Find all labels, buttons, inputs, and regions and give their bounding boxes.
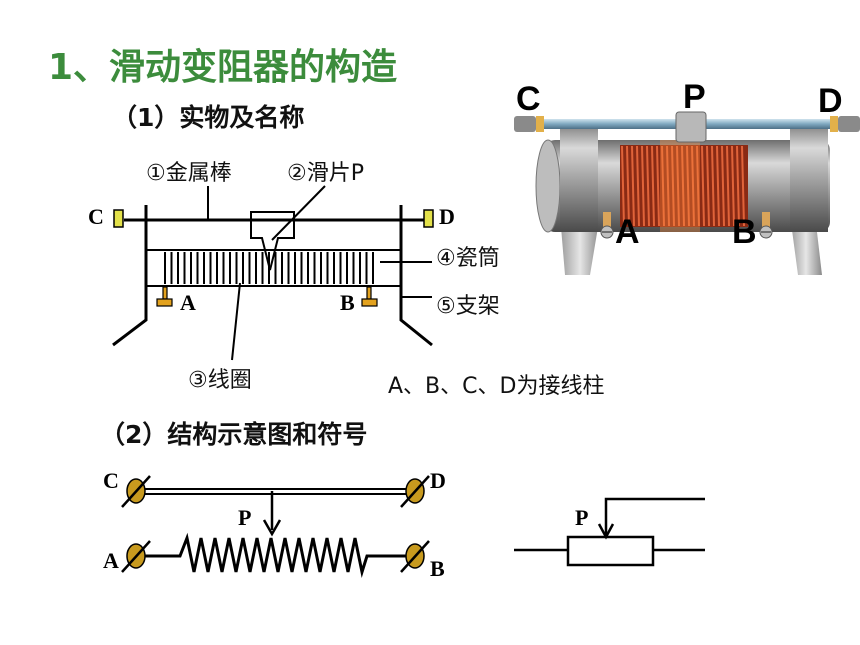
terminal-c [113,209,124,228]
diagram1-label-b: B [340,290,355,315]
coil-windings [164,252,374,284]
photo-label-a: A [615,213,640,251]
left-stand [112,205,148,347]
label-tube: ④瓷筒 [436,246,500,271]
schematic-label-a: A [103,548,119,573]
terminal-d [423,209,434,228]
symbol-slider [604,497,705,536]
section-2-heading: （2）结构示意图和符号 [100,420,368,449]
diagram1-label-a: A [180,290,196,315]
section-1-heading: （1）实物及名称 [112,103,305,132]
label-slider: ②滑片P [287,161,364,186]
coil-windings-photo [621,145,745,227]
page-title: 1、滑动变阻器的构造 [48,47,398,88]
schematic-label-b: B [430,556,445,581]
diagram1-label-d: D [439,204,455,229]
diagram1-label-c: C [88,204,104,229]
photo-label-c: C [516,80,541,118]
label-stand: ⑤支架 [436,294,500,319]
coil-leader [231,282,241,361]
schematic-coil [145,532,406,578]
photo-label-b: B [732,213,757,251]
label-coil: ③线圈 [188,368,252,393]
terminal-a [156,298,173,307]
right-stand [399,205,433,347]
terminal-b [361,298,378,307]
label-rod: ①金属棒 [146,161,232,186]
photo-label-d: D [818,82,843,120]
slider-leader [271,185,326,241]
symbol-resistor [566,535,655,567]
schematic-label-p: P [238,505,252,530]
schematic-label-d: D [430,468,446,493]
schematic-label-c: C [103,468,119,493]
porcelain-tube [145,249,402,287]
symbol-label-p: P [575,505,589,530]
terminals-note: A、B、C、D为接线柱 [388,374,605,399]
photo-label-p: P [683,78,706,116]
